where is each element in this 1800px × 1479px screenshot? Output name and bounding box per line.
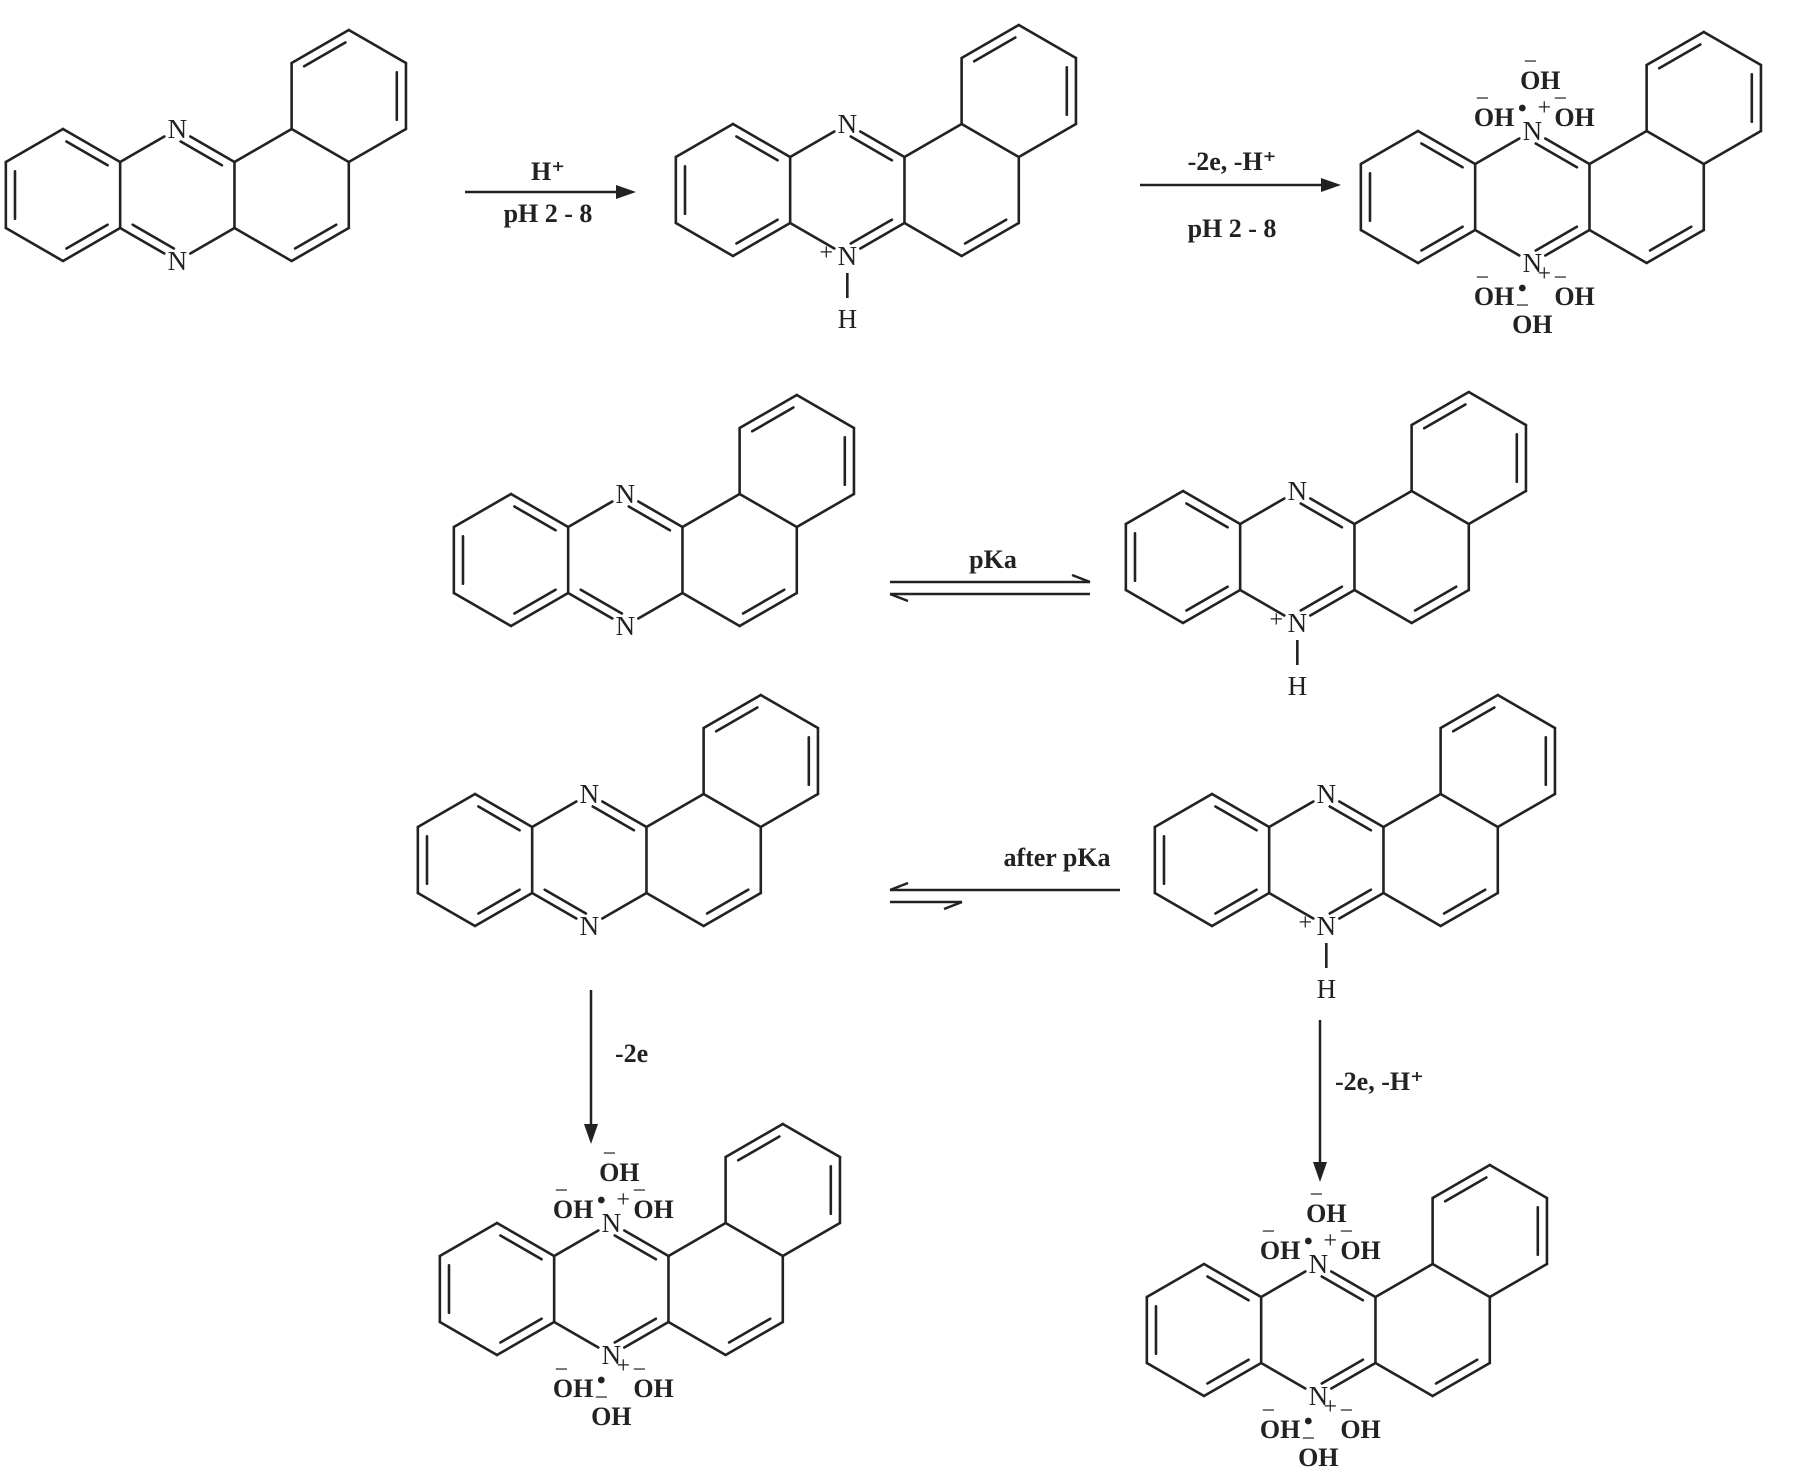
- negative-charge-label: −: [1302, 1426, 1316, 1452]
- arrow-oxidation-top-condition: pH 2 - 8: [1188, 214, 1277, 243]
- hydroxide-group-label: OH: [1554, 282, 1594, 311]
- positive-charge-label: +: [617, 1353, 631, 1379]
- arrow-oxidation-top: -2e, -H⁺ pH 2 - 8: [1140, 147, 1341, 243]
- negative-charge-label: −: [595, 1385, 609, 1411]
- negative-charge-label: −: [1476, 86, 1490, 112]
- negative-charge-label: −: [1476, 265, 1490, 291]
- negative-charge-label: −: [1262, 1398, 1276, 1424]
- equilibrium-after-pka-label: after pKa: [1003, 843, 1110, 872]
- benzophenazinium-top: N N H +: [674, 23, 1078, 334]
- nitrogen-atom-label: N: [616, 479, 636, 509]
- negative-charge-label: −: [1524, 49, 1538, 75]
- arrow-protonation: H⁺ pH 2 - 8: [465, 157, 636, 228]
- radical-dot: [1518, 104, 1526, 112]
- negative-charge-label: −: [633, 1357, 647, 1383]
- negative-charge-label: −: [555, 1357, 569, 1383]
- hydroxide-group-label: OH: [1260, 1415, 1300, 1444]
- benzophenazine-neutral-middle: NN: [452, 393, 856, 641]
- hydroxide-group-label: OH: [553, 1195, 593, 1224]
- radical-dot: [1304, 1237, 1312, 1245]
- negative-charge-label: −: [1554, 265, 1568, 291]
- nitrogen-atom-label: N: [602, 1208, 622, 1238]
- negative-charge-label: −: [1340, 1398, 1354, 1424]
- nitrogen-atom-label: N: [1288, 476, 1308, 506]
- nitrogen-atom-label: N: [1309, 1249, 1329, 1279]
- negative-charge-label: −: [1310, 1182, 1324, 1208]
- hydrogen-atom-label: H: [838, 304, 858, 334]
- positive-charge-label: +: [617, 1187, 631, 1213]
- radical-dot: [597, 1196, 605, 1204]
- benzophenazinium-lower: N N H +: [1153, 693, 1557, 1004]
- positive-charge-label: +: [1538, 95, 1552, 121]
- hydrogen-atom-label: H: [1288, 671, 1308, 701]
- positive-charge-label: +: [1324, 1394, 1338, 1420]
- hydroxide-group-label: OH: [633, 1374, 673, 1403]
- equilibrium-pka: pKa: [889, 545, 1091, 603]
- nitrogen-atom-label: N: [1317, 779, 1337, 809]
- hydroxide-group-label: OH: [1554, 103, 1594, 132]
- benzophenazine-neutral-lower: NN: [416, 693, 820, 941]
- arrow-protonation-condition: pH 2 - 8: [504, 199, 593, 228]
- positive-charge-label: +: [1324, 1228, 1338, 1254]
- benzophenazinium-middle: N N H +: [1124, 390, 1528, 701]
- arrow-oxidation-left: -2e: [584, 990, 648, 1144]
- hydroxide-group-label: OH: [553, 1374, 593, 1403]
- nitrogen-atom-label: N: [1317, 911, 1337, 941]
- negative-charge-label: −: [603, 1141, 617, 1167]
- arrow-protonation-reagent: H⁺: [531, 157, 565, 186]
- positive-charge-label: +: [820, 240, 834, 266]
- hydroxide-group-label: OH: [1340, 1415, 1380, 1444]
- negative-charge-label: −: [1340, 1219, 1354, 1245]
- negative-charge-label: −: [1516, 293, 1530, 319]
- radical-dot: [1304, 1417, 1312, 1425]
- hydroxide-group-label: OH: [591, 1402, 631, 1431]
- nitrogen-atom-label: N: [168, 246, 188, 276]
- hydroxide-group-label: OH: [1340, 1236, 1380, 1265]
- nitrogen-atom-label: N: [1523, 116, 1543, 146]
- hydroxide-group-label: OH: [1298, 1443, 1338, 1472]
- hydroxide-group-label: OH: [1306, 1199, 1346, 1228]
- benzophenazine-neutral-top: NN: [4, 28, 408, 276]
- hydroxide-group-label: OH: [1512, 310, 1552, 339]
- nitrogen-atom-label: N: [1309, 1381, 1329, 1411]
- nitrogen-atom-label: N: [168, 114, 188, 144]
- positive-charge-label: +: [1270, 607, 1284, 633]
- arrow-oxidation-right-label: -2e, -H⁺: [1335, 1067, 1424, 1096]
- nitrogen-atom-label: N: [1288, 608, 1308, 638]
- equilibrium-pka-label: pKa: [969, 545, 1017, 574]
- nitrogen-atom-label: N: [838, 241, 858, 271]
- equilibrium-after-pka: after pKa: [889, 843, 1120, 911]
- hydroxide-group-label: OH: [633, 1195, 673, 1224]
- hydroxide-group-label: OH: [1260, 1236, 1300, 1265]
- hydroxide-group-label: OH: [1474, 103, 1514, 132]
- hydroxide-group-label: OH: [1474, 282, 1514, 311]
- nitrogen-atom-label: N: [616, 611, 636, 641]
- radical-dot: [1518, 284, 1526, 292]
- arrow-oxidation-left-label: -2e: [615, 1039, 648, 1068]
- arrow-oxidation-right: -2e, -H⁺: [1313, 1020, 1424, 1182]
- nitrogen-atom-label: N: [1523, 248, 1543, 278]
- hydrogen-atom-label: H: [1317, 974, 1337, 1004]
- nitrogen-atom-label: N: [602, 1340, 622, 1370]
- negative-charge-label: −: [1554, 86, 1568, 112]
- nitrogen-atom-label: N: [580, 779, 600, 809]
- positive-charge-label: +: [1299, 910, 1313, 936]
- nitrogen-atom-label: N: [838, 109, 858, 139]
- negative-charge-label: −: [633, 1178, 647, 1204]
- radical-dot: [597, 1376, 605, 1384]
- arrow-oxidation-top-reagent: -2e, -H⁺: [1188, 147, 1277, 176]
- nitrogen-atom-label: N: [580, 911, 600, 941]
- hydroxide-group-label: OH: [599, 1158, 639, 1187]
- positive-charge-label: +: [1538, 261, 1552, 287]
- hydroxide-group-label: OH: [1520, 66, 1560, 95]
- negative-charge-label: −: [555, 1178, 569, 1204]
- negative-charge-label: −: [1262, 1219, 1276, 1245]
